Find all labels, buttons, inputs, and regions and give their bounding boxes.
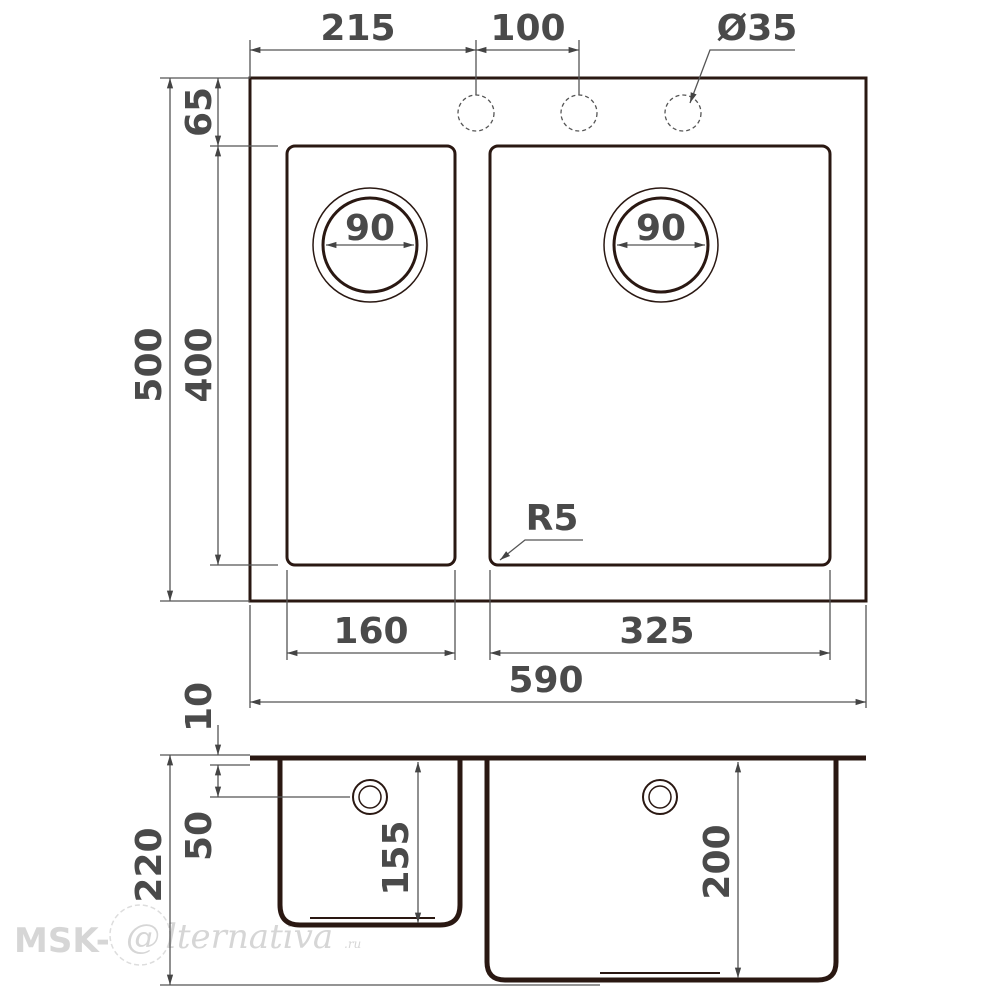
sink-outline — [248, 76, 868, 603]
watermark-tld: .ru — [344, 937, 361, 951]
dimension-label: 400 — [179, 327, 220, 402]
dimension-label: 220 — [129, 827, 170, 902]
dimension-label: 65 — [179, 87, 220, 137]
small-bowl — [285, 144, 457, 567]
faucet-hole — [457, 94, 495, 132]
faucet-hole — [664, 94, 702, 132]
faucet-hole — [560, 94, 598, 132]
top-view: 90 90 215 100 Ø35 500 65 400 R5 — [129, 8, 868, 708]
dimension-label: 90 — [345, 208, 395, 249]
dimension-label: 90 — [636, 208, 686, 249]
dimension-label: 325 — [619, 611, 694, 652]
watermark-at: @ — [126, 917, 160, 957]
large-bowl — [488, 144, 832, 567]
dimension-label: 500 — [129, 327, 170, 402]
dimension-label: 100 — [490, 8, 565, 49]
dimension-label: Ø35 — [717, 8, 798, 49]
dimension-label: 10 — [179, 682, 220, 732]
watermark-prefix: MSK- — [14, 921, 110, 961]
overflow-hole — [352, 779, 388, 815]
dimension-label: 590 — [508, 660, 583, 701]
large-drain — [603, 187, 719, 303]
dimension-label: 50 — [179, 811, 220, 861]
dimension-label: 155 — [376, 820, 417, 895]
small-drain — [312, 187, 428, 303]
dimension-label: R5 — [526, 498, 579, 539]
dimension-label: 160 — [333, 611, 408, 652]
side-view: 10 50 220 155 200 — [129, 682, 866, 986]
dimension-label: 200 — [697, 824, 738, 899]
overflow-hole — [642, 779, 678, 815]
watermark: MSK- @ lternativa .ru — [14, 904, 361, 966]
dimension-label: 215 — [320, 8, 395, 49]
